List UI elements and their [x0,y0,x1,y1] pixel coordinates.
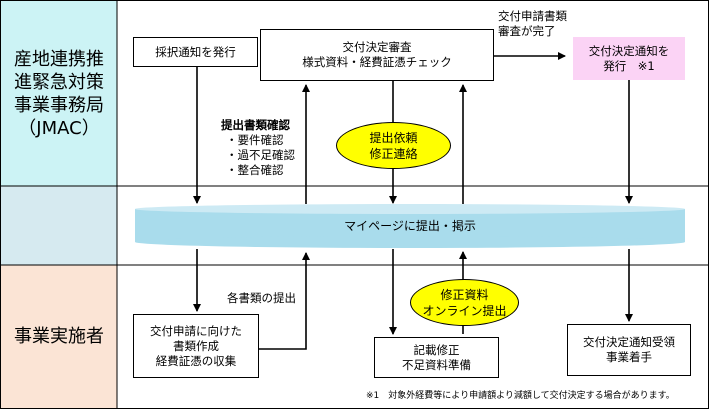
label-submit-documents: 各書類の提出 [227,291,296,305]
box-grant-decision-notice: 交付決定通知を 発行 ※1 [573,37,685,80]
box-adoption-notice: 採択通知を発行 [133,37,258,67]
box-correction: 記載修正 不足資料準備 [374,337,499,378]
mypage-cylinder [135,204,685,248]
label-check-title: 提出書類確認 [221,118,290,132]
box-grant-review: 交付決定審査 様式資料・経費証憑チェック [260,29,494,81]
footnote: ※1 対象外経費等により申請額より減額して交付決定する場合があります。 [366,391,675,401]
lane-label-jmac: 産地連携推 進緊急対策 事業事務局 （JMAC） [1,1,117,186]
box-application-prep: 交付申請に向けた 書類作成 経費証憑の収集 [133,314,259,378]
bubble-submit-request: 提出依頼 修正連絡 [336,122,451,169]
bubble-online-submission: 修正資料 オンライン提出 [410,279,519,326]
lane-label-operator: 事業実施者 [1,265,117,408]
lane-label-mypage [1,186,117,265]
label-review-complete: 交付申請書類 審査が完了 [498,9,567,38]
mypage-label: マイページに提出・掲示 [344,219,476,233]
label-check-items: ・要件確認 ・過不足確認 ・整合確認 [226,133,295,177]
box-grant-received: 交付決定通知受領 事業着手 [567,324,691,376]
arrow-prepare-to-mypage [259,252,310,350]
